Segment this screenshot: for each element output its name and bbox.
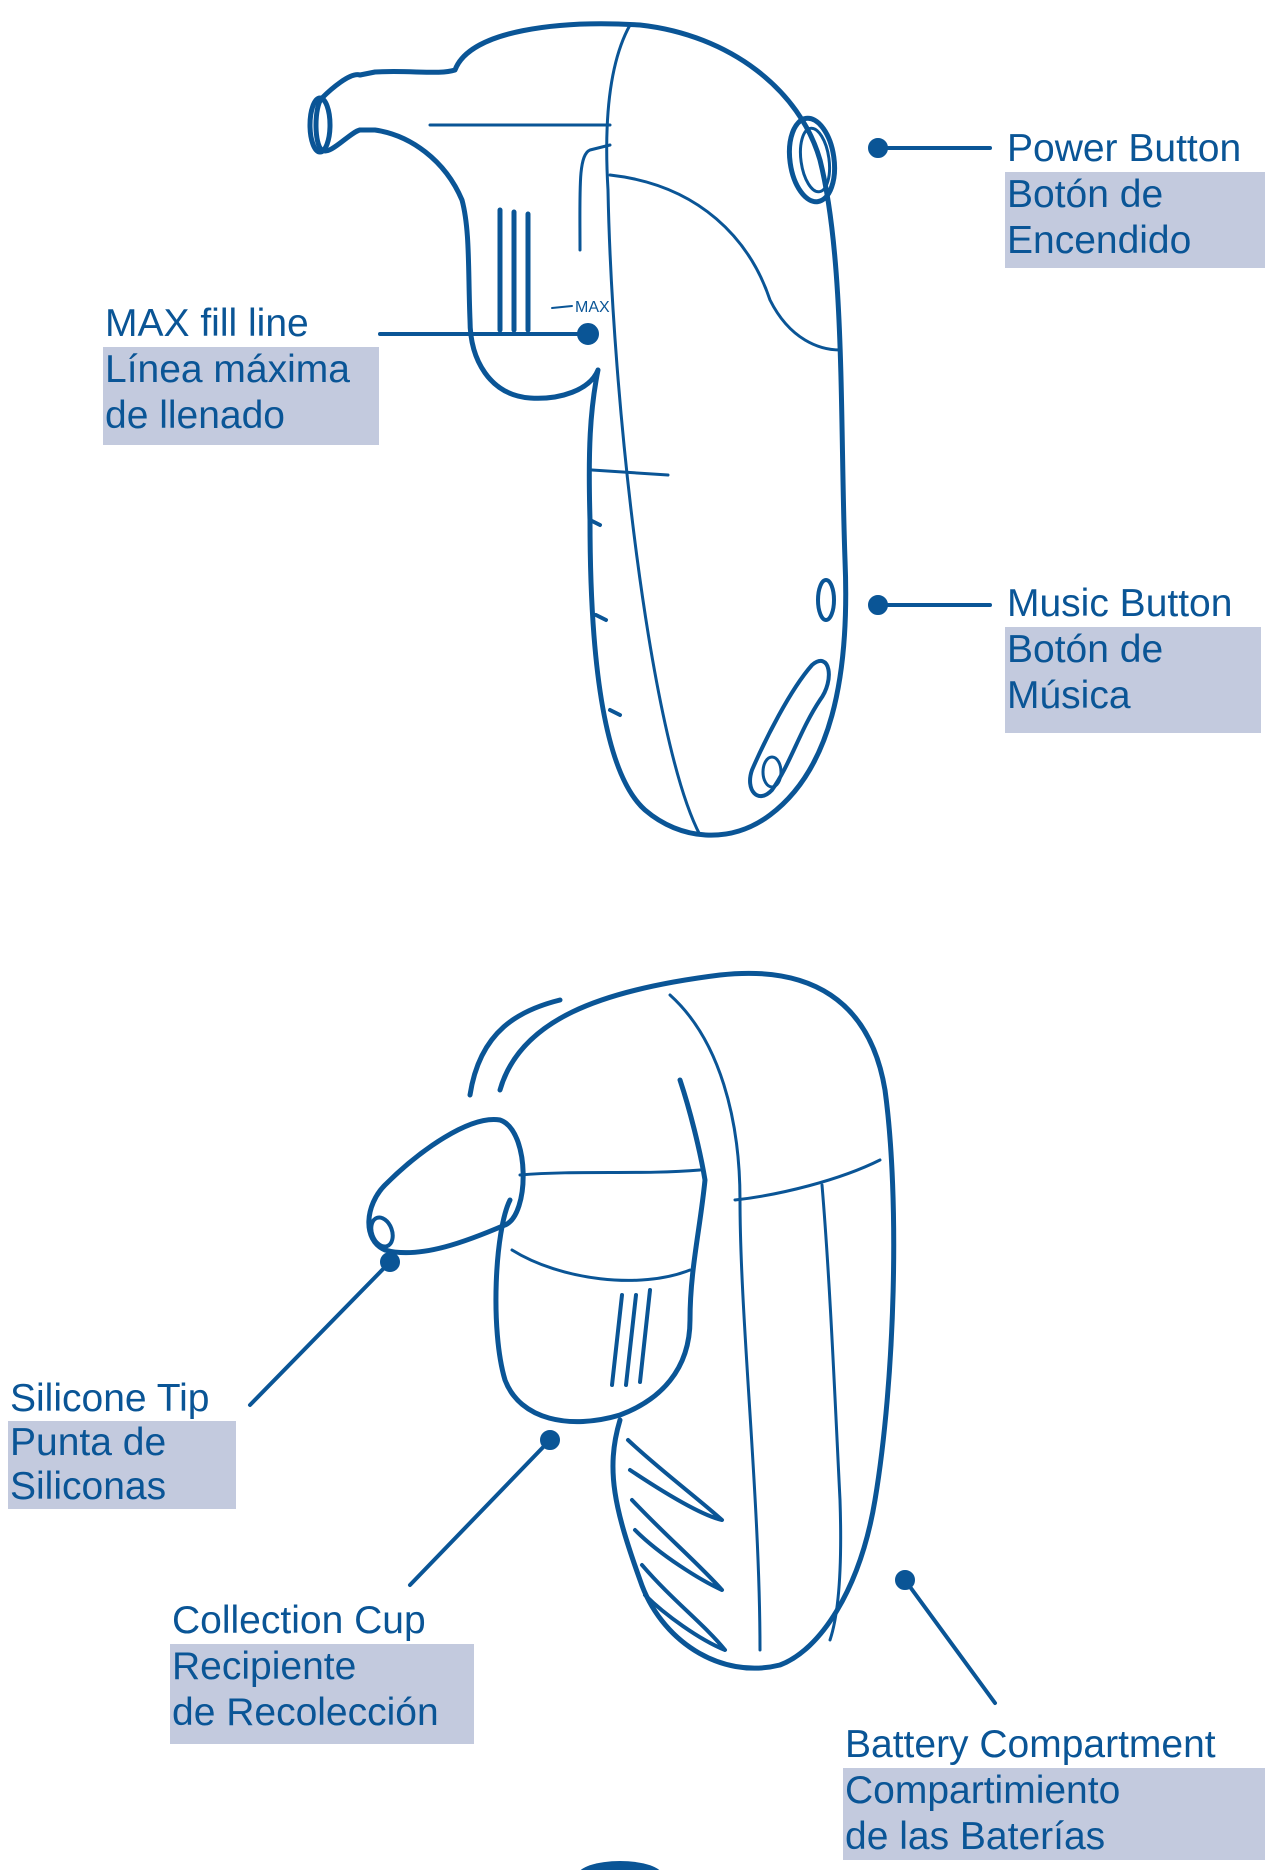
device-angled-view xyxy=(367,973,893,1668)
music-button-icon xyxy=(818,580,834,620)
callout-max-fill-line-en: MAX fill line xyxy=(103,301,379,347)
side-seam xyxy=(610,175,840,350)
callout-silicone-tip: Silicone Tip Punta de Siliconas xyxy=(8,1377,236,1509)
fill-level-marks xyxy=(500,210,528,330)
callout-battery-compartment-en: Battery Compartment xyxy=(843,1722,1263,1768)
callout-max-fill-line: MAX fill line Línea máxima de llenado xyxy=(103,301,379,445)
side-panel-edge xyxy=(822,1185,841,1640)
side-panel-seam xyxy=(735,1160,880,1200)
device-head-outline xyxy=(470,1000,560,1095)
callout-music-button-es-line2: Música xyxy=(1007,673,1261,719)
silicone-tip-opening xyxy=(367,1214,396,1249)
music-button-dot xyxy=(870,597,886,613)
callout-collection-cup-es: Recipiente de Recolección xyxy=(170,1644,474,1744)
callout-silicone-tip-es-line2: Siliconas xyxy=(10,1465,236,1509)
callout-battery-compartment-es: Compartimiento de las Baterías xyxy=(843,1768,1265,1860)
power-button-dot xyxy=(870,140,886,156)
silicone-tip-dot xyxy=(382,1254,398,1270)
callout-silicone-tip-es: Punta de Siliconas xyxy=(8,1421,236,1509)
max-marking: MAX xyxy=(575,299,610,316)
callout-power-button: Power Button Botón de Encendido xyxy=(1005,126,1265,268)
cup-rim-seam xyxy=(512,1250,690,1280)
callout-power-button-en: Power Button xyxy=(1005,126,1265,172)
callout-power-button-es: Botón de Encendido xyxy=(1005,172,1265,268)
grip-ribs xyxy=(628,1440,725,1650)
lower-seam xyxy=(592,470,668,475)
callout-max-fill-line-es-line2: de llenado xyxy=(105,393,379,439)
device-side-view: MAX xyxy=(310,24,846,835)
silicone-tip-leader xyxy=(250,1262,390,1405)
callout-max-fill-line-es: Línea máxima de llenado xyxy=(103,347,379,445)
max-fill-dot xyxy=(579,325,597,343)
battery-compartment-dot xyxy=(897,1572,913,1588)
callout-music-button: Music Button Botón de Música xyxy=(1005,581,1261,733)
callout-music-button-en: Music Button xyxy=(1005,581,1261,627)
bottom-edge-mark xyxy=(578,1861,662,1870)
callout-silicone-tip-es-line1: Punta de xyxy=(10,1421,236,1465)
max-tick xyxy=(552,306,572,308)
collection-cup-outline xyxy=(496,1080,705,1422)
callout-silicone-tip-en: Silicone Tip xyxy=(8,1377,236,1421)
callout-power-button-es-line1: Botón de xyxy=(1007,172,1265,218)
callout-max-fill-line-es-line1: Línea máxima xyxy=(105,347,379,393)
callout-collection-cup-es-line1: Recipiente xyxy=(172,1644,474,1690)
callout-battery-compartment: Battery Compartment Compartimiento de la… xyxy=(843,1722,1263,1860)
callout-power-button-es-line2: Encendido xyxy=(1007,218,1265,264)
collection-cup-dot xyxy=(542,1432,558,1448)
callout-music-button-es: Botón de Música xyxy=(1005,627,1261,733)
callout-collection-cup: Collection Cup Recipiente de Recolección xyxy=(170,1598,474,1744)
battery-compartment-leader xyxy=(905,1580,995,1703)
cup-top-seam xyxy=(520,1170,700,1175)
callout-battery-compartment-es-line2: de las Baterías xyxy=(845,1814,1265,1860)
callout-music-button-es-line1: Botón de xyxy=(1007,627,1261,673)
callout-battery-compartment-es-line1: Compartimiento xyxy=(845,1768,1265,1814)
callout-collection-cup-en: Collection Cup xyxy=(170,1598,474,1644)
rear-grip-hole xyxy=(763,757,781,787)
callout-collection-cup-es-line2: de Recolección xyxy=(172,1690,474,1736)
collection-cup-leader xyxy=(410,1440,550,1585)
cup-fill-marks xyxy=(612,1290,650,1385)
device-nozzle xyxy=(316,75,360,151)
